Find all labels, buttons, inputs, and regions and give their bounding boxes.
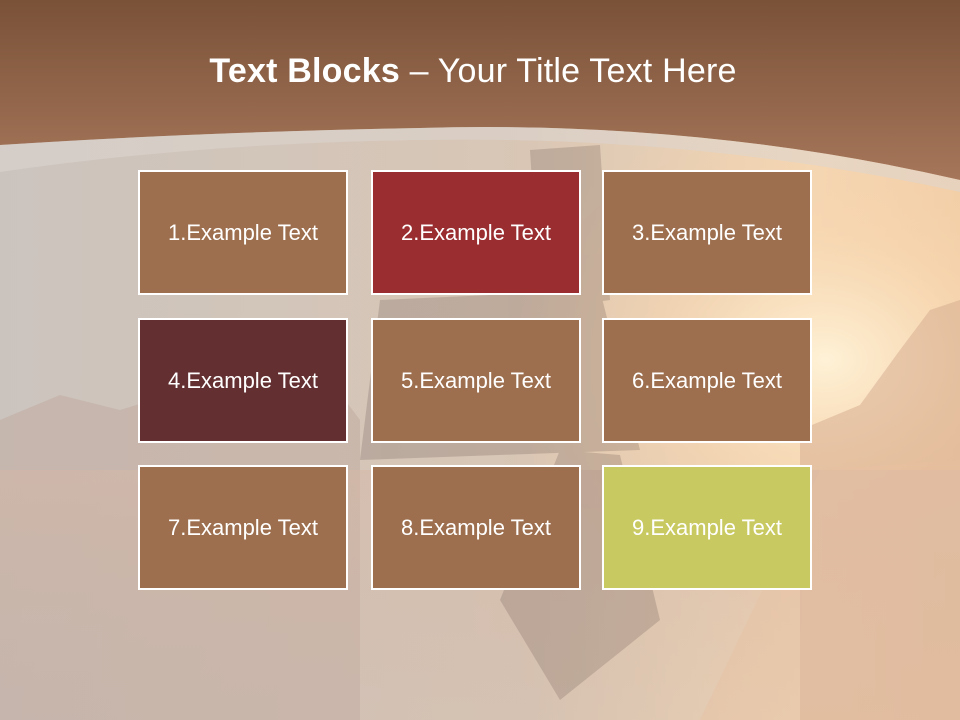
text-block-1[interactable]: 1.Example Text (138, 170, 348, 295)
text-block-label: 8.Example Text (400, 514, 551, 540)
title-dash: – (399, 52, 438, 90)
text-block-5[interactable]: 5.Example Text (371, 318, 581, 443)
text-block-7[interactable]: 7.Example Text (138, 465, 348, 590)
text-block-grid: 1.Example Text 2.Example Text 3.Example … (138, 170, 816, 594)
text-block-label: 1.Example Text (167, 219, 318, 245)
text-block-6[interactable]: 6.Example Text (602, 318, 812, 443)
text-block-8[interactable]: 8.Example Text (371, 465, 581, 590)
text-block-3[interactable]: 3.Example Text (602, 170, 812, 295)
text-block-2[interactable]: 2.Example Text (371, 170, 581, 295)
text-block-9[interactable]: 9.Example Text (602, 465, 812, 590)
text-block-label: 9.Example Text (631, 514, 782, 540)
text-block-4[interactable]: 4.Example Text (138, 318, 348, 443)
text-block-label: 2.Example Text (400, 219, 551, 245)
text-block-label: 3.Example Text (631, 219, 782, 245)
text-block-label: 7.Example Text (167, 514, 318, 540)
title-rest: Your Title Text Here (437, 52, 737, 90)
title-bold: Text Blocks (209, 52, 400, 90)
text-block-label: 6.Example Text (631, 367, 782, 393)
slide-title: Text Blocks – Your Title Text Here (0, 52, 946, 91)
text-block-label: 5.Example Text (400, 367, 551, 393)
text-block-label: 4.Example Text (167, 367, 318, 393)
